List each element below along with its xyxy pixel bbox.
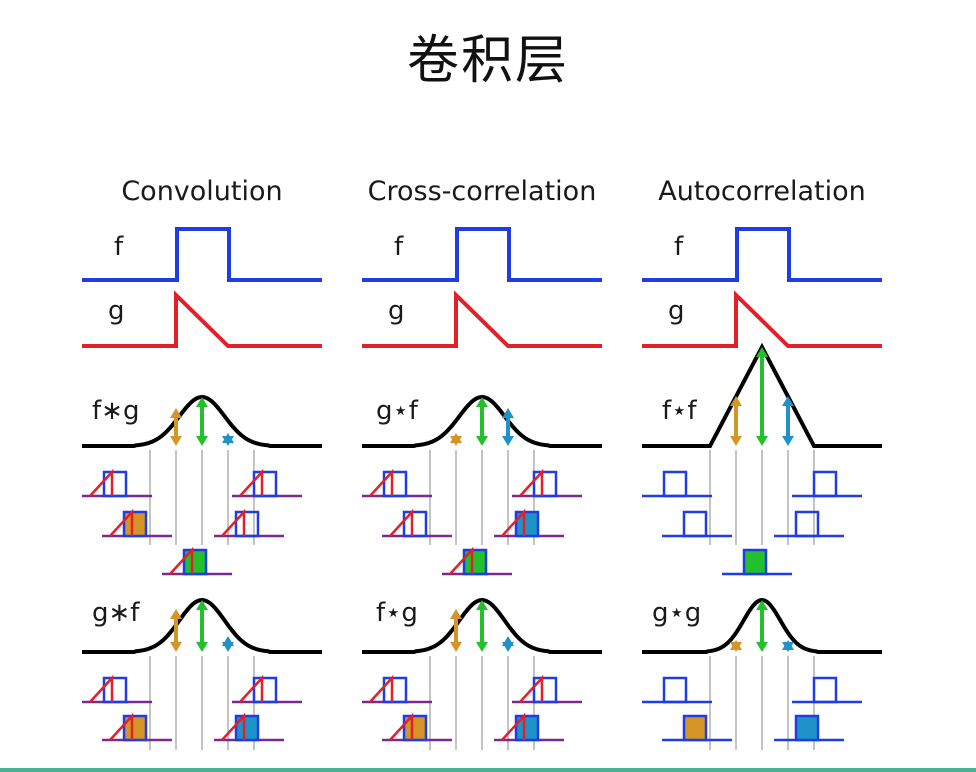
cross-correlation-bottom-arrow-2-head-down <box>502 642 514 652</box>
convolution-window-2-ramp <box>239 468 264 497</box>
convolution-window-1-ramp <box>89 468 114 497</box>
autocorrelation-f-signal <box>642 227 882 282</box>
bottom-accent-line <box>0 768 976 772</box>
autocorrelation-bottom-arrow-2-head-down <box>782 642 794 652</box>
cross-correlation-g-label: g <box>388 296 405 326</box>
cross-correlation-top-arrow-2-head-up <box>502 408 514 418</box>
convolution-bottom-arrow-0-head-down <box>170 642 182 652</box>
autocorrelation-window-b1-box <box>662 676 688 704</box>
cross-correlation-fg-label: f⋆g <box>376 598 418 628</box>
cross-correlation-title: Cross-correlation <box>367 176 597 207</box>
cross-correlation-window-b4-ramp <box>501 712 526 741</box>
cross-correlation-g-signal <box>362 290 602 348</box>
convolution-f-signal <box>82 227 322 282</box>
convolution-bottom-arrow-1-head-down <box>196 642 208 652</box>
cross-correlation-window-b1-ramp <box>369 674 394 703</box>
convolution-bottom-arrow-1-head-up <box>196 600 208 610</box>
cross-correlation-f-signal <box>362 227 602 282</box>
autocorrelation-window-4-box <box>794 510 820 538</box>
autocorrelation-gg-label: g⋆g <box>652 598 702 628</box>
convolution-window-center-box <box>182 548 208 576</box>
cross-correlation-window-b4-box <box>514 714 540 742</box>
cross-correlation-window-3-box <box>402 510 428 538</box>
cross-correlation-f-label: f <box>394 232 404 262</box>
cross-correlation-gf-label: g⋆f <box>376 396 418 426</box>
autocorrelation-window-center-box <box>742 548 768 576</box>
cross-correlation-window-center-box <box>462 548 488 576</box>
autocorrelation-window-b3-box <box>682 714 708 742</box>
convolution-window-4-box <box>234 510 260 538</box>
convolution-window-b1-ramp <box>89 674 114 703</box>
convolution-top-arrow-1-head-up <box>196 397 208 407</box>
convolution-g-signal <box>82 290 322 348</box>
convolution-top-arrow-1-head-down <box>196 436 208 446</box>
autocorrelation-g-label: g <box>668 296 685 326</box>
convolution-top-arrow-2-head-down <box>222 436 234 446</box>
autocorrelation-title: Autocorrelation <box>658 176 866 207</box>
cross-correlation-bottom-arrow-1-head-down <box>476 642 488 652</box>
convolution-window-b4-box <box>234 714 260 742</box>
convolution-window-b2-ramp <box>239 674 264 703</box>
autocorrelation-top-arrow-0-head-up <box>730 396 742 406</box>
convolution-window-b2-box <box>252 676 278 704</box>
convolution-bottom-arrow-2-head-down <box>222 642 234 652</box>
cross-correlation-window-center-ramp <box>449 546 474 575</box>
cross-correlation-top-arrow-1-head-up <box>476 397 488 407</box>
convolution-window-3-box <box>122 510 148 538</box>
autocorrelation-top-arrow-1-head-down <box>756 436 768 446</box>
autocorrelation-f-label: f <box>674 232 684 262</box>
autocorrelation-window-2-box <box>812 470 838 498</box>
autocorrelation-g-signal <box>642 290 882 348</box>
autocorrelation-bottom-arrow-1-head-up <box>756 600 768 610</box>
cross-correlation-window-b2-box <box>532 676 558 704</box>
convolution-top-arrow-0-head-up <box>170 408 182 418</box>
cross-correlation-top-arrow-2-head-down <box>502 436 514 446</box>
autocorrelation-window-b2-box <box>812 676 838 704</box>
autocorrelation-top-arrow-2-head-down <box>782 436 794 446</box>
convolution-fg-label: f∗g <box>92 396 140 426</box>
autocorrelation-bottom-arrow-1-head-down <box>756 642 768 652</box>
cross-correlation-window-3-ramp <box>389 508 414 537</box>
cross-correlation-window-1-box <box>382 470 408 498</box>
autocorrelation-top-arrow-2-head-up <box>782 396 794 406</box>
autocorrelation-bottom-arrow-0-head-down <box>730 642 742 652</box>
convolution-title: Convolution <box>121 176 283 207</box>
cross-correlation-top-arrow-1-head-down <box>476 436 488 446</box>
cross-correlation-bottom-arrow-0-head-up <box>450 609 462 619</box>
convolution-window-b3-ramp <box>109 712 134 741</box>
slide-title: 卷积层 <box>406 31 569 91</box>
autocorrelation-top-arrow-0-head-down <box>730 436 742 446</box>
convolution-f-label: f <box>114 232 124 262</box>
cross-correlation-window-b3-ramp <box>389 712 414 741</box>
cross-correlation-window-b3-box <box>402 714 428 742</box>
cross-correlation-bottom-arrow-1-head-up <box>476 600 488 610</box>
autocorrelation-ff-label: f⋆f <box>662 396 697 426</box>
autocorrelation-window-3-box <box>682 510 708 538</box>
cross-correlation-top-arrow-0-head-down <box>450 436 462 446</box>
autocorrelation-window-b4-box <box>794 714 820 742</box>
cross-correlation-bottom-arrow-0-head-down <box>450 642 462 652</box>
autocorrelation-top-arrow-1-head-up <box>756 347 768 357</box>
cross-correlation-window-2-box <box>532 470 558 498</box>
convolution-bottom-arrow-0-head-up <box>170 609 182 619</box>
convolution-window-b3-box <box>122 714 148 742</box>
cross-correlation-window-4-box <box>514 510 540 538</box>
convolution-window-3-ramp <box>109 508 134 537</box>
convolution-top-arrow-0-head-down <box>170 436 182 446</box>
cross-correlation-window-1-ramp <box>369 468 394 497</box>
convolution-window-center-ramp <box>169 546 194 575</box>
cross-correlation-window-b1-box <box>382 676 408 704</box>
cross-correlation-window-b2-ramp <box>519 674 544 703</box>
convolution-window-1-box <box>102 470 128 498</box>
convolution-window-4-ramp <box>221 508 246 537</box>
convolution-gf-label: g∗f <box>92 598 140 628</box>
convolution-window-b1-box <box>102 676 128 704</box>
convolution-window-2-box <box>252 470 278 498</box>
cross-correlation-window-4-ramp <box>501 508 526 537</box>
autocorrelation-window-1-box <box>662 470 688 498</box>
convolution-g-label: g <box>108 296 125 326</box>
convolution-window-b4-ramp <box>221 712 246 741</box>
cross-correlation-window-2-ramp <box>519 468 544 497</box>
